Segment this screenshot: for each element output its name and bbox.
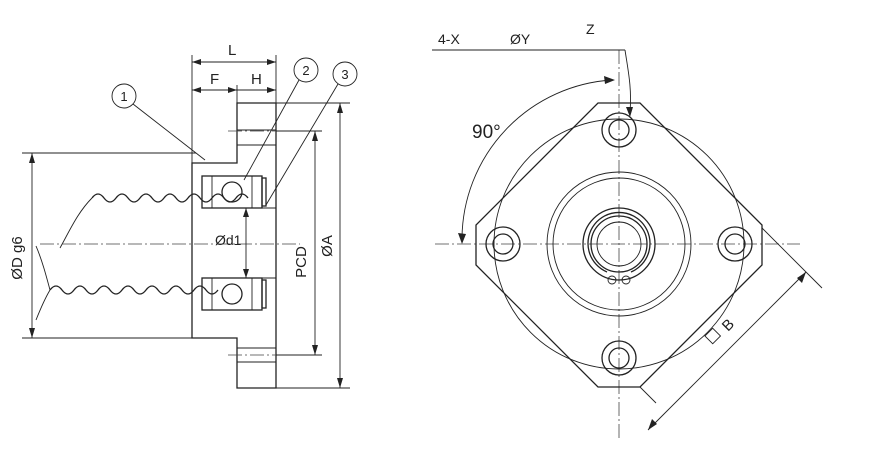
boss-inner — [552, 177, 686, 311]
boss-outer — [546, 171, 692, 317]
l-arrow-left — [192, 59, 201, 65]
callout-3-leader — [265, 83, 339, 206]
angle-arrow-left — [458, 233, 466, 244]
ball-upper — [221, 181, 243, 203]
h-label: H — [251, 71, 262, 88]
angle-label: 90° — [472, 122, 501, 143]
f-arrow-left — [192, 87, 201, 93]
shaft-bore-outer — [590, 215, 648, 273]
snap-ring-eye-left — [607, 275, 617, 285]
d-arrow-top — [29, 153, 35, 163]
angle-arrow-top — [604, 76, 615, 84]
angle-arc — [461, 79, 613, 239]
pcd-arrow-top — [312, 131, 318, 141]
mount-hole-bottom-outer — [601, 340, 637, 376]
callout-1-leader — [132, 103, 206, 161]
shaft-break-left — [35, 245, 51, 291]
mount-hole-bottom — [608, 347, 630, 369]
callout-3-label: 3 — [341, 67, 348, 82]
l-arrow-right — [267, 59, 276, 65]
callout-1-label: 1 — [120, 89, 127, 104]
mount-hole-left — [492, 233, 514, 255]
d1-arrow-top — [243, 208, 249, 217]
shaft-break-upper — [59, 197, 93, 249]
snap-ring-lower — [261, 279, 267, 309]
pcd-label: PCD — [293, 246, 310, 278]
front-view: 4-X ØY Z 90° B — [432, 21, 823, 440]
shaft-break-lower — [35, 289, 51, 321]
bearing-race — [582, 207, 656, 281]
side-view: ØD g6 Ød1 PCD ØA L F H — [9, 42, 358, 389]
bearing-upper — [201, 175, 263, 209]
d1-label: Ød1 — [215, 232, 242, 248]
body-circle — [493, 118, 745, 370]
callout-1-circle — [111, 83, 137, 109]
pcd-arrow-bot — [312, 345, 318, 355]
hole-note-leader — [624, 49, 631, 113]
shaft-bore — [596, 221, 642, 267]
snap-ring — [587, 211, 651, 273]
b-dim-line — [647, 271, 807, 431]
hole-note-arrow — [626, 107, 633, 117]
a-arrow-bot — [337, 378, 343, 388]
square-symbol — [704, 327, 722, 345]
a-arrow-top — [337, 103, 343, 113]
callout-2-label: 2 — [302, 63, 309, 78]
shaft-thread-lower — [49, 285, 219, 295]
mount-hole-right-outer — [717, 226, 753, 262]
b-arrow-bot — [648, 419, 657, 430]
l-label: L — [228, 42, 236, 59]
b-arrow-top — [797, 272, 806, 283]
mount-hole-top-outer — [601, 112, 637, 148]
d-label: ØD g6 — [9, 236, 26, 279]
h-arrow-right — [267, 87, 276, 93]
d1-arrow-bot — [243, 269, 249, 278]
b-ext-1 — [761, 227, 823, 289]
callout-3-circle — [332, 61, 358, 87]
b-ext-2 — [639, 386, 657, 404]
square-label: B — [719, 316, 738, 335]
callout-2-circle — [293, 57, 319, 83]
f-label: F — [210, 71, 219, 88]
ball-lower — [221, 283, 243, 305]
mount-hole-right — [724, 233, 746, 255]
hole-dia-label: ØY — [510, 31, 531, 47]
callout-2-leader — [243, 79, 300, 181]
counterbore-label: Z — [586, 21, 595, 37]
snap-ring-eye-right — [621, 275, 631, 285]
mount-hole-left-outer — [485, 226, 521, 262]
f-arrow-right — [228, 87, 237, 93]
hole-count-label: 4-X — [438, 31, 460, 47]
a-label: ØA — [319, 235, 336, 257]
mount-hole-top — [608, 119, 630, 141]
snap-ring-upper — [261, 177, 267, 207]
d-arrow-bot — [29, 328, 35, 338]
